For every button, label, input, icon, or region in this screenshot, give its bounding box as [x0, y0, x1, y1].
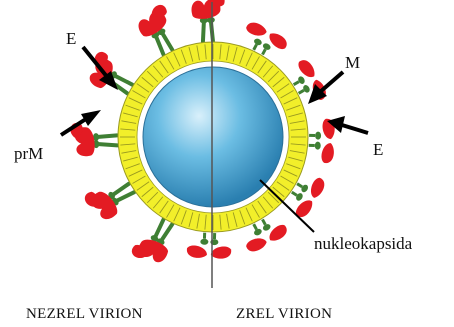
- nucleocapsid-core: [143, 67, 283, 207]
- m-stalk: [254, 224, 257, 229]
- label-e-left: E: [66, 29, 76, 48]
- e-protein: [245, 19, 269, 39]
- m-stalk: [294, 82, 299, 85]
- prm-stalk: [202, 21, 205, 41]
- mature-dimer: [308, 118, 335, 163]
- label-prm: prM: [14, 144, 43, 163]
- e-protein: [307, 176, 328, 200]
- m-stalk: [254, 45, 257, 50]
- e-protein: [245, 234, 269, 254]
- prm-stalk: [161, 223, 172, 242]
- mature-dimer: [187, 232, 232, 259]
- prm-stalk: [112, 184, 129, 195]
- caption-mature-virion: ZREL VIRION: [236, 306, 332, 322]
- immature-spike: [191, 0, 227, 42]
- m-protein: [262, 223, 272, 232]
- label-e-right: E: [373, 140, 383, 159]
- e-protein: [211, 246, 232, 259]
- m-stalk: [292, 192, 297, 195]
- e-protein: [187, 245, 208, 258]
- prm-stalk: [162, 32, 172, 50]
- label-nukleokapsida: nukleokapsida: [314, 234, 413, 253]
- m-protein: [253, 228, 263, 237]
- m-protein: [315, 142, 321, 150]
- m-stalk: [263, 49, 266, 54]
- caption-immature-virion: NEZREL VIRION: [26, 306, 143, 322]
- e-protein: [321, 143, 334, 164]
- m-protein: [200, 239, 208, 245]
- prm-stalk: [97, 143, 117, 146]
- m-stalk: [297, 184, 302, 187]
- m-protein: [253, 37, 263, 46]
- m-protein: [315, 132, 321, 140]
- m-stalk: [299, 90, 304, 93]
- label-m: M: [345, 53, 360, 72]
- m-stalk: [263, 219, 266, 224]
- prm-stalk: [97, 135, 117, 137]
- m-protein: [262, 42, 272, 51]
